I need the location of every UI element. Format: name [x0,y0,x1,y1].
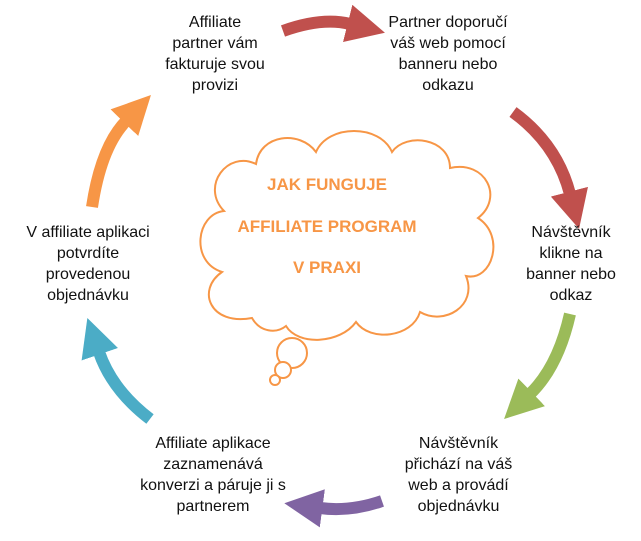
arrow-down-right-icon [509,107,588,229]
step-text-line: Partner doporučí [388,14,508,31]
arrow-left-icon [284,489,384,528]
step-text-line: konverzi a páruje ji s [140,477,286,494]
step-text-line: provizi [191,77,239,94]
step-text-line: partnerem [176,498,250,515]
arrow-down-left-icon [504,312,576,419]
arrow-right-icon [280,4,385,43]
thought-cloud [199,130,495,386]
step-text-line: Návštěvník [418,435,499,452]
step-text-line: Affiliate [188,14,242,31]
step-text-line: provedenou [45,266,131,283]
step-confirm-order: V affiliate aplikaci potvrdíte provedeno… [2,222,174,306]
step-text-line: partner vám [172,35,258,52]
arrow-up-left-icon [81,317,154,424]
step-text-line: V affiliate aplikaci [26,224,150,241]
diagram-title-line-2: AFFILIATE PROGRAM [237,217,417,236]
step-text-line: fakturuje svou [165,56,265,73]
step-text-line: web a provádí [408,477,509,494]
step-visitor-orders: Návštěvník přichází na váš web a provádí… [376,433,541,517]
step-invoice-commission: Affiliate partner vám fakturuje svou pro… [140,12,290,96]
step-text-line: klikne na [539,245,603,262]
step-text-line: Návštěvník [531,224,611,241]
step-text-line: banneru nebo [398,56,498,73]
step-visitor-clicks: Návštěvník klikne na banner nebo odkaz [506,222,636,306]
diagram-title-line-1: JAK FUNGUJE [267,175,387,194]
step-partner-recommends: Partner doporučí váš web pomocí banneru … [368,12,528,96]
step-text-line: banner nebo [526,266,616,283]
step-text-line: zaznamenává [163,456,263,473]
step-text-line: objednávku [47,287,129,304]
step-text-line: odkaz [549,287,593,304]
step-text-line: přichází na váš [404,456,513,473]
diagram-title-line-3: V PRAXI [292,258,362,277]
step-text-line: potvrdíte [56,245,120,262]
step-text-line: odkazu [422,77,474,94]
step-app-records-conversion: Affiliate aplikace zaznamenává konverzi … [108,433,318,517]
step-text-line: Affiliate aplikace [155,435,271,452]
arrow-up-right-icon [86,95,151,208]
step-text-line: váš web pomocí [390,35,506,52]
step-text-line: objednávku [417,498,500,515]
